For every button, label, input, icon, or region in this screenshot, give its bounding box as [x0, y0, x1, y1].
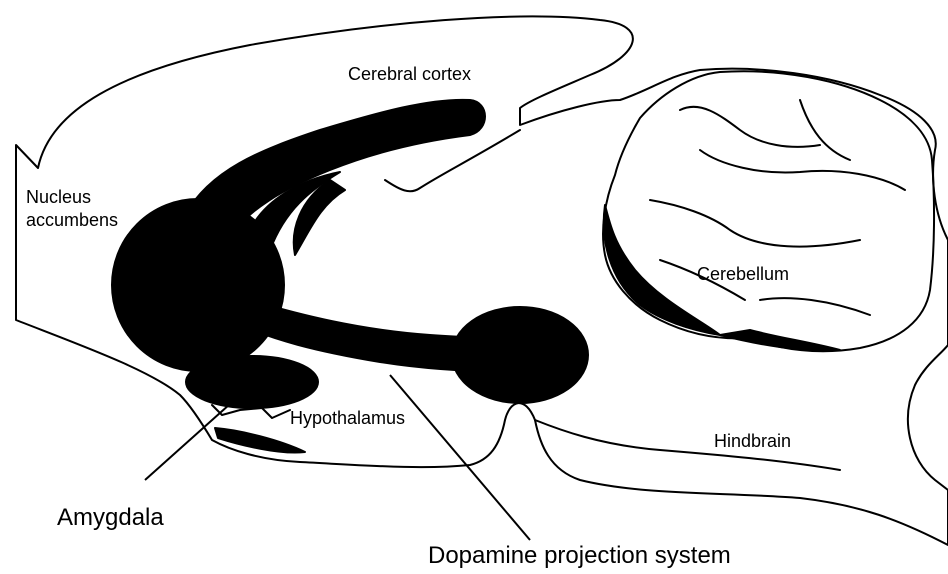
label-cerebellum: Cerebellum [697, 264, 789, 284]
dopamine-pathway-upper [185, 100, 485, 235]
label-amygdala: Amygdala [57, 504, 164, 531]
dopamine-source-shape [452, 307, 588, 403]
label-cerebral-cortex: Cerebral cortex [348, 64, 471, 84]
label-nucleus-accumbens-line1: Nucleus [26, 187, 91, 207]
cerebellum-fold-1 [680, 107, 820, 147]
amygdala-shape [186, 356, 318, 408]
label-hindbrain: Hindbrain [714, 431, 791, 451]
cerebellum-base-wedge-2 [720, 330, 840, 350]
cerebellum-fold-6 [800, 100, 850, 160]
label-hypothalamus: Hypothalamus [290, 408, 405, 428]
hindbrain-boundary-line [535, 420, 840, 470]
label-dopamine-projection-system: Dopamine projection system [428, 542, 731, 569]
cerebellum-fold-3 [650, 200, 860, 247]
cerebellum-fold-2 [700, 150, 905, 190]
cerebellum-fold-5 [760, 298, 870, 315]
label-nucleus-accumbens-line2: accumbens [26, 210, 118, 230]
